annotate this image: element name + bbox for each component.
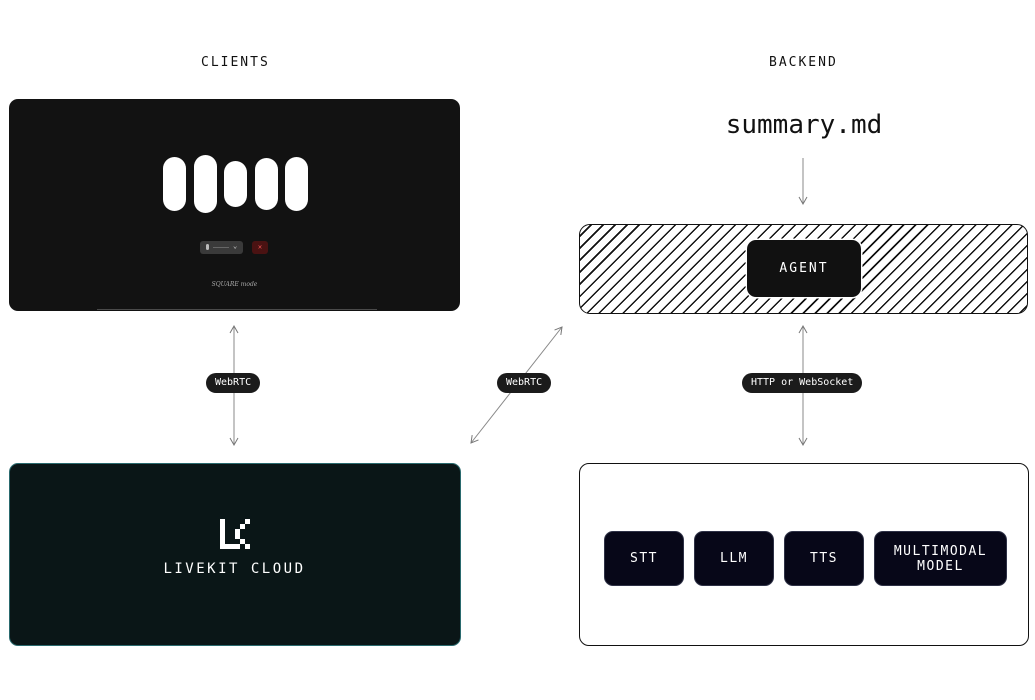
audio-visualizer [163,155,308,213]
http-websocket-label: HTTP or WebSocket [742,373,863,393]
livekit-logo-icon [220,519,250,549]
client-divider [97,309,377,310]
agent-node: AGENT [747,240,861,297]
chevron-down-icon: ⌄ [233,242,238,250]
agent-container: AGENT [579,224,1028,314]
microphone-select[interactable]: ⌄ [200,241,243,254]
multimodal-model-node: MULTIMODAL MODEL [874,531,1007,586]
livekit-cloud-label: LIVEKIT CLOUD [163,561,306,577]
client-app-panel: ⌄ ✕ SQUARE mode [9,99,460,311]
clients-label: CLIENTS [201,55,270,70]
stt-node: STT [604,531,684,586]
visualizer-bar [254,157,278,211]
llm-node: LLM [694,531,774,586]
visualizer-bar [193,155,217,213]
visualizer-bar [224,160,247,208]
webrtc-agent-label: WebRTC [497,373,552,393]
backend-label: BACKEND [769,55,838,70]
end-call-button[interactable]: ✕ [252,241,268,254]
tts-node: TTS [784,531,864,586]
summary-file-label: summary.md [725,110,883,140]
webrtc-client-label: WebRTC [206,373,261,393]
client-brand: SQUARE mode [211,281,258,288]
microphone-icon [206,244,209,250]
visualizer-bar [285,156,308,212]
visualizer-bar [163,156,186,212]
mic-level-line [213,247,229,248]
close-icon: ✕ [257,243,263,251]
models-container: STT LLM TTS MULTIMODAL MODEL [579,463,1029,646]
livekit-cloud-panel: LIVEKIT CLOUD [9,463,461,646]
